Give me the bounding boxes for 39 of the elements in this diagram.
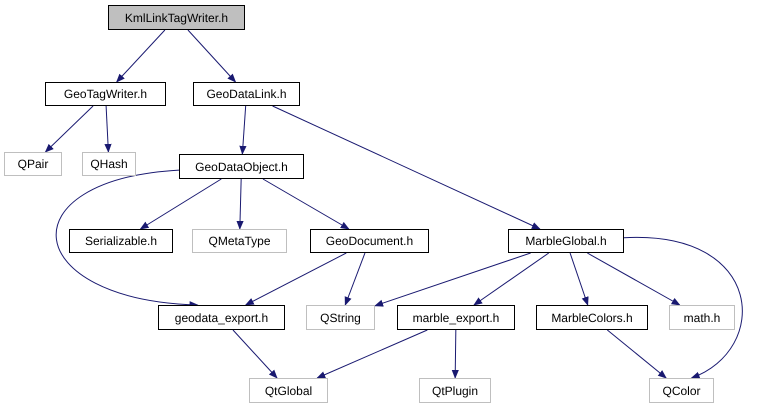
arrow: [236, 178, 244, 230]
file-box: QString: [306, 305, 375, 330]
file-box: GeoTagWriter.h: [45, 82, 166, 106]
arrow: [570, 252, 589, 306]
file-box: QtGlobal: [249, 378, 328, 403]
file-box: GeoDocument.h: [310, 229, 429, 253]
file-box: QPair: [4, 152, 62, 176]
file-box: marble_export.h: [397, 305, 515, 330]
arrow: [606, 330, 667, 379]
file-box: KmlLinkTagWriter.h: [108, 5, 245, 30]
file-box: GeoDataObject.h: [179, 154, 304, 179]
file-box: MarbleColors.h: [536, 305, 648, 330]
arrow: [116, 30, 166, 83]
arrow: [624, 237, 743, 378]
file-box: QHash: [82, 152, 136, 176]
arrow: [239, 106, 246, 155]
arrow: [316, 330, 428, 378]
arrow: [344, 252, 366, 306]
arrow: [140, 178, 222, 230]
arrow: [232, 330, 278, 379]
file-box: GeoDataLink.h: [193, 82, 300, 106]
arrow: [187, 30, 236, 83]
arrow: [272, 106, 541, 230]
arrow: [262, 178, 350, 230]
file-box: Serializable.h: [69, 229, 173, 253]
arrow: [473, 252, 550, 306]
arrow: [586, 252, 681, 306]
file-box: QtPlugin: [419, 378, 491, 403]
file-box: MarbleGlobal.h: [508, 229, 624, 253]
file-box: QColor: [649, 378, 714, 403]
arrow: [104, 106, 112, 153]
arrow: [56, 170, 199, 308]
arrow: [44, 106, 94, 153]
arrow: [452, 330, 459, 379]
arrow: [374, 252, 532, 307]
file-box: geodata_export.h: [158, 305, 285, 330]
file-box: math.h: [669, 305, 735, 330]
arrow: [244, 252, 347, 306]
file-box: QMetaType: [192, 229, 287, 253]
